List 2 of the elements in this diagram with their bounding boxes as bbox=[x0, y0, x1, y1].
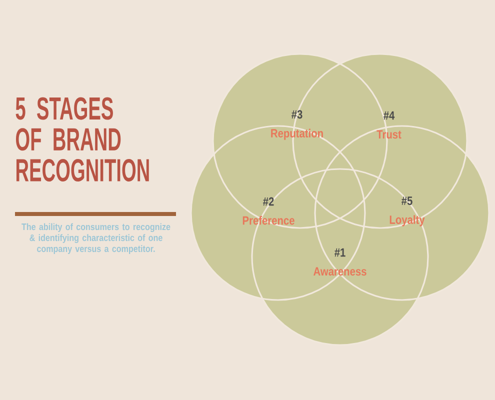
caption: The ability of consumers to recognize & identifying characteristic of one company versus a competitor. bbox=[22, 223, 170, 254]
title: 5 STAGES OF BRAND RECOGNITION bbox=[16, 97, 149, 182]
